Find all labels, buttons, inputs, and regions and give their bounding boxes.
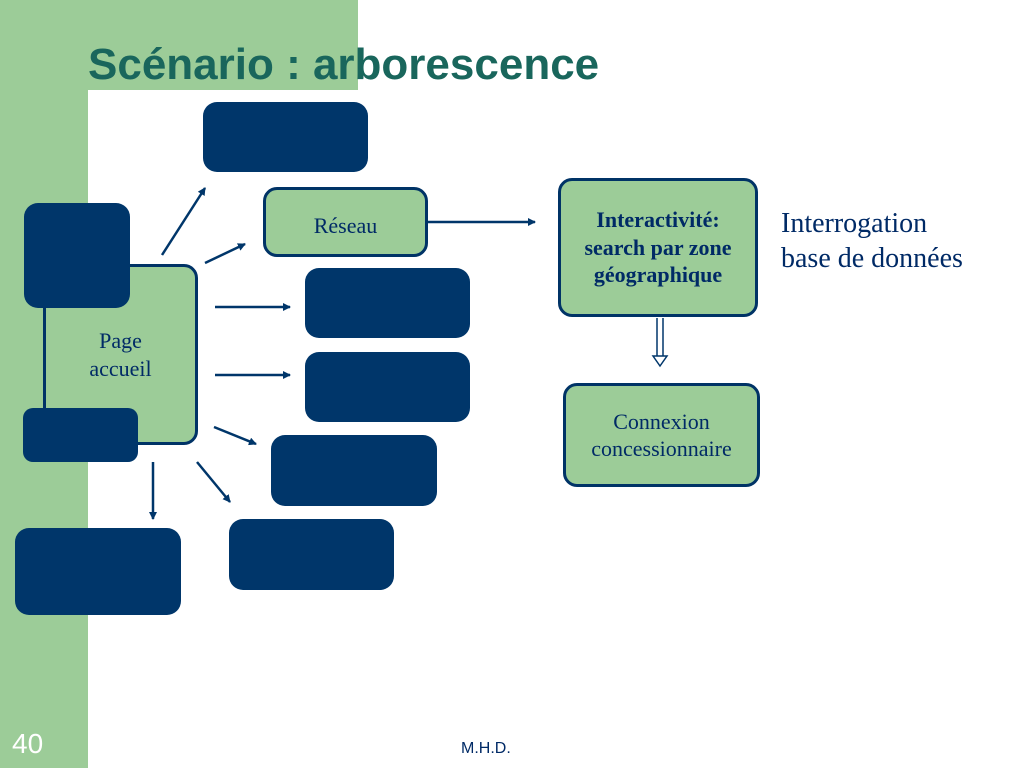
interactivity-line1: Interactivité: bbox=[596, 207, 720, 233]
background-top-band bbox=[0, 0, 358, 90]
double-arrow-down bbox=[651, 318, 669, 368]
navy-box-left-upper bbox=[24, 203, 130, 308]
navy-box-right-4 bbox=[229, 519, 394, 590]
interactivity-box: Interactivité: search par zone géographi… bbox=[558, 178, 758, 317]
navy-box-top bbox=[203, 102, 368, 172]
query-text: Interrogation base de données bbox=[781, 206, 963, 276]
home-label-line1: Page bbox=[99, 328, 142, 353]
home-label-line2: accueil bbox=[89, 355, 152, 381]
author-label: M.H.D. bbox=[461, 740, 511, 757]
query-line1: Interrogation bbox=[781, 208, 928, 239]
connection-line1: Connexion bbox=[613, 408, 710, 434]
navy-box-right-2 bbox=[305, 352, 470, 422]
arrow-to-box-6 bbox=[196, 461, 231, 503]
connection-box: Connexion concessionnaire bbox=[563, 383, 760, 487]
navy-box-left-lower bbox=[23, 408, 138, 462]
reseau-box: Réseau bbox=[263, 187, 428, 257]
slide-title: Scénario : arborescence bbox=[88, 40, 600, 89]
interactivity-line2: search par zone bbox=[584, 234, 732, 260]
interactivity-line3: géographique bbox=[593, 262, 723, 288]
arrow-to-box-5 bbox=[213, 425, 257, 446]
navy-box-right-3 bbox=[271, 435, 437, 506]
page-number: 40 bbox=[12, 728, 44, 759]
reseau-label: Réseau bbox=[313, 213, 378, 238]
arrow-to-top-box bbox=[160, 187, 207, 256]
navy-box-bottom-left bbox=[15, 528, 181, 615]
connection-line2: concessionnaire bbox=[591, 436, 732, 461]
arrow-to-reseau bbox=[204, 242, 246, 265]
navy-box-right-1 bbox=[305, 268, 470, 338]
query-line2: base de données bbox=[781, 243, 963, 274]
